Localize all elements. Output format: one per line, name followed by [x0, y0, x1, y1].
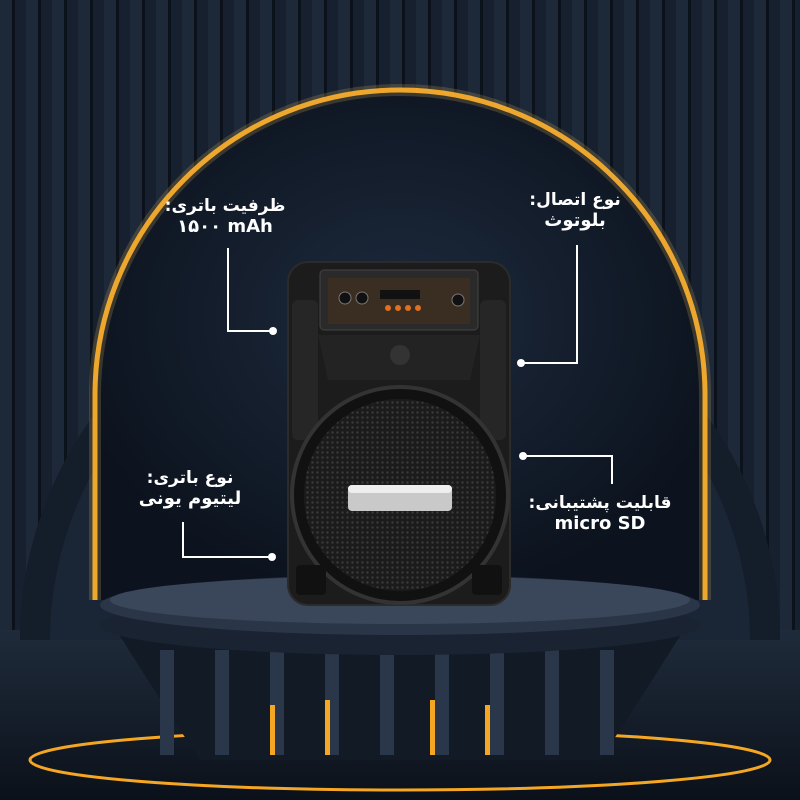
callout-dots: [268, 327, 527, 561]
battery-type-line: [182, 522, 271, 558]
sd-support-title: قابلیت پشتیبانی:: [528, 493, 672, 513]
battery-type-value: لیتیوم یونی: [138, 488, 242, 509]
callout-lines: [182, 245, 613, 558]
speaker: [287, 261, 511, 606]
battery-capacity-value: ۱۵۰۰ mAh: [177, 216, 273, 237]
sd-support-line: [524, 455, 613, 484]
connection-type-line: [522, 245, 578, 364]
connection-type-title: نوع اتصال:: [529, 190, 621, 210]
sd-support-callout: قابلیت پشتیبانی: micro SD: [525, 493, 675, 534]
battery-type-title: نوع باتری:: [146, 468, 234, 488]
battery-capacity-title: ظرفیت باتری:: [164, 196, 286, 216]
battery-capacity-line: [227, 248, 272, 332]
battery-capacity-callout: ظرفیت باتری: ۱۵۰۰ mAh: [160, 196, 290, 237]
sd-support-value: micro SD: [554, 513, 646, 534]
battery-type-callout: نوع باتری: لیتیوم یونی: [130, 468, 250, 509]
connection-type-callout: نوع اتصال: بلوتوث: [520, 190, 630, 231]
connection-type-value: بلوتوث: [544, 210, 606, 231]
pedestal: [28, 575, 772, 792]
